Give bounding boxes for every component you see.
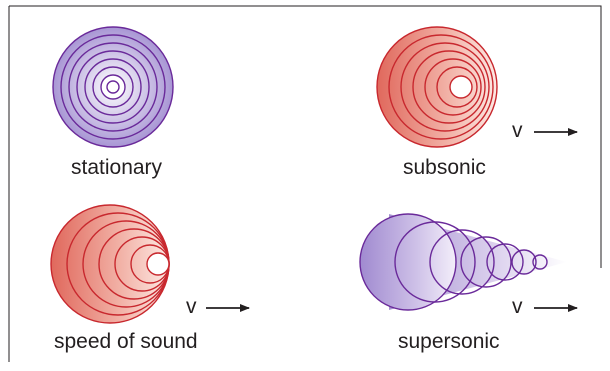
sos-velocity-label: v xyxy=(186,296,197,317)
speed-of-sound-label: speed of sound xyxy=(54,331,198,352)
supersonic-wavefronts xyxy=(360,214,567,310)
stationary-label: stationary xyxy=(71,157,162,178)
sos-wave-inner xyxy=(147,253,169,275)
subsonic-wave-inner xyxy=(450,76,472,98)
speed-of-sound-wavefronts xyxy=(51,205,169,323)
stationary-wave-inner xyxy=(107,81,119,93)
supersonic-label: supersonic xyxy=(398,331,500,352)
supersonic-wave-outer xyxy=(360,214,456,310)
subsonic-wavefronts xyxy=(377,27,497,147)
subsonic-label: subsonic xyxy=(403,157,486,178)
subsonic-velocity-label: v xyxy=(512,120,523,141)
supersonic-velocity-label: v xyxy=(512,296,523,317)
stationary-wavefronts xyxy=(53,27,173,147)
